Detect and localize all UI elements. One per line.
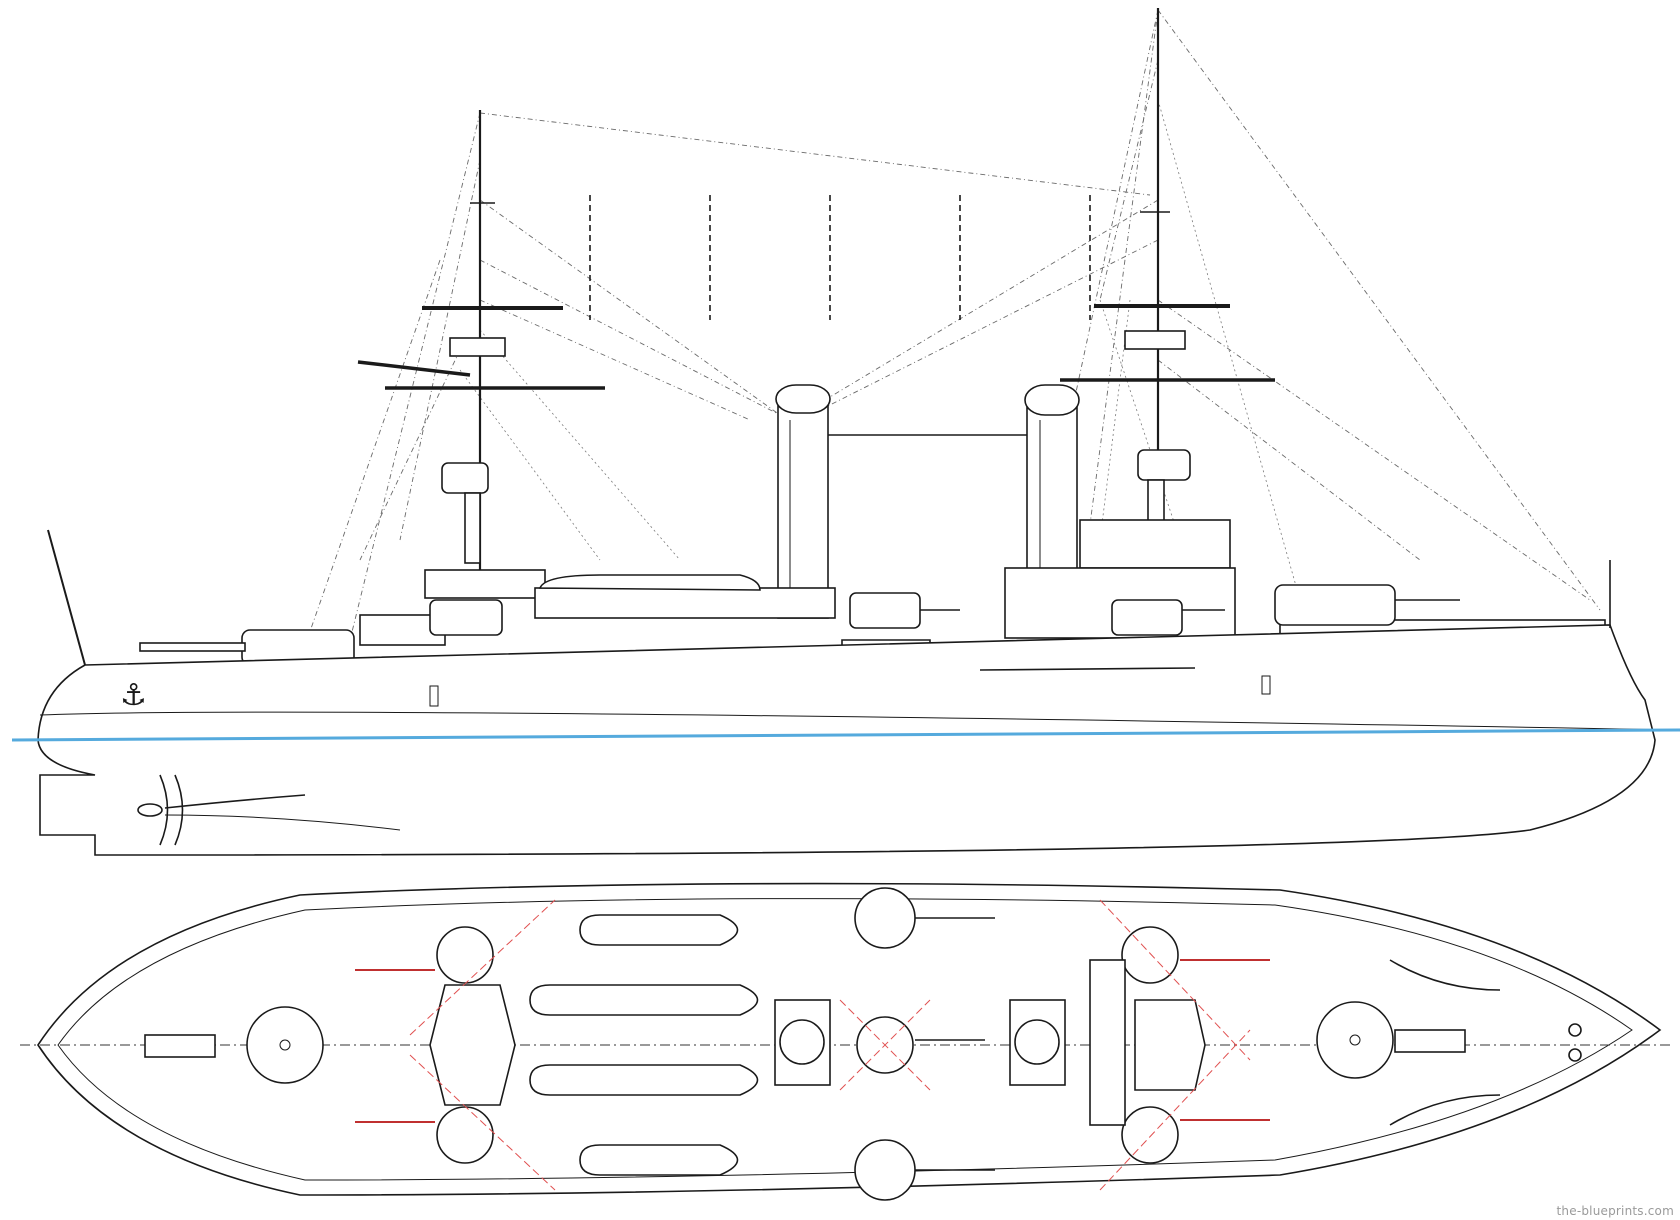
superstructure — [359, 519, 1606, 646]
main-mast — [1060, 8, 1275, 570]
anchors-plan — [1389, 959, 1582, 1126]
anchor-icon: ⚓ — [120, 678, 147, 713]
firing-arcs — [409, 899, 1251, 1191]
gun-barrels-plan — [355, 917, 1270, 1171]
boats — [529, 914, 759, 1176]
funnels-plan — [429, 959, 1206, 1126]
rigging — [299, 9, 1601, 661]
watermark: the-blueprints.com — [1556, 1204, 1674, 1218]
signal-halyards — [589, 195, 1091, 320]
plan-view — [20, 882, 1670, 1201]
fore-mast — [357, 110, 605, 570]
turrets-plan — [144, 887, 1466, 1201]
waterline — [11, 728, 1680, 742]
funnels — [775, 384, 1080, 619]
propeller — [137, 774, 401, 846]
hull-side: ⚓ — [11, 529, 1680, 856]
side-elevation: ⚓ — [11, 8, 1680, 856]
